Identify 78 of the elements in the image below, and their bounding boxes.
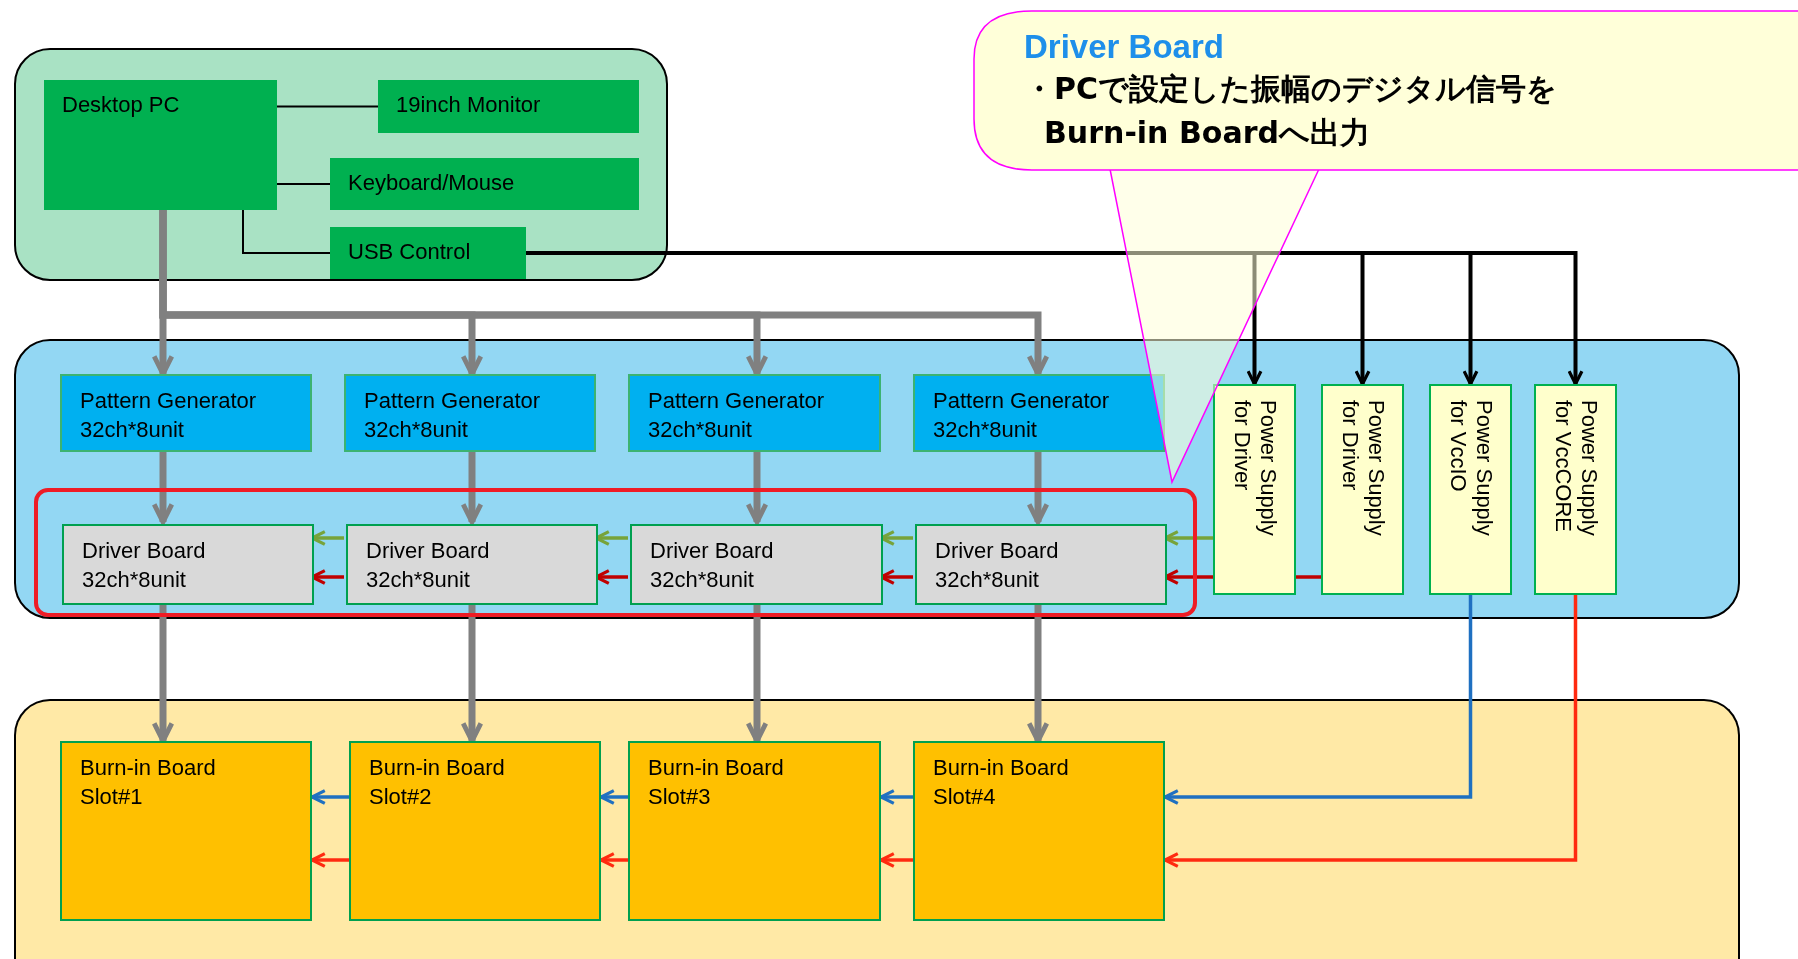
box-title: Power Supply for Driver (1336, 400, 1389, 538)
box-title: Pattern Generator (364, 387, 542, 415)
power-supply-box (1321, 384, 1404, 595)
box-title: Burn-in Board (80, 754, 217, 782)
module-box (915, 524, 1167, 605)
module-box (630, 524, 883, 605)
group-panel (14, 699, 1740, 959)
box-title: Driver Board (935, 537, 1060, 565)
connector-line (242, 209, 331, 254)
box-title: Power Supply for Driver (1228, 400, 1281, 538)
arrow (599, 789, 628, 805)
power-supply-box (1429, 384, 1512, 595)
power-supply-box (1213, 384, 1296, 595)
module-box (62, 524, 314, 605)
callout-text: ・PCで設定した振幅のデジタル信号をBurn-in Boardへ出力 (1024, 70, 1558, 152)
board-box (913, 741, 1165, 921)
box-title: 19inch Monitor (396, 91, 542, 119)
box-title: Pattern Generator (933, 387, 1111, 415)
arrow (879, 852, 913, 868)
box-title: Burn-in Board (933, 754, 1070, 782)
board-box (628, 741, 881, 921)
board-box (349, 741, 601, 921)
device-box (330, 158, 639, 210)
arrow (1026, 452, 1050, 525)
arrow (599, 852, 628, 868)
arrow (310, 789, 349, 805)
box-title: Power Supply for VccIO (1444, 400, 1497, 538)
box-title: Keyboard/Mouse (348, 169, 516, 197)
box-detail: 32ch*8unit (82, 566, 187, 594)
module-box (60, 374, 312, 452)
box-title: Driver Board (82, 537, 207, 565)
box-detail: Slot#2 (369, 783, 433, 811)
arrow (310, 852, 349, 868)
arrow (151, 603, 175, 744)
box-detail: Slot#1 (80, 783, 144, 811)
box-title: Pattern Generator (80, 387, 258, 415)
box-detail: 32ch*8unit (80, 416, 185, 444)
arrow (1026, 603, 1050, 744)
box-detail: 32ch*8unit (364, 416, 469, 444)
group-panel (14, 339, 1740, 619)
module-box (344, 374, 596, 452)
arrow (159, 210, 1050, 377)
device-box (330, 227, 526, 279)
arrow (151, 452, 175, 525)
callout-title: Driver Board (1024, 27, 1225, 67)
box-detail: 32ch*8unit (935, 566, 1040, 594)
box-detail: 32ch*8unit (933, 416, 1038, 444)
connector-line (1296, 575, 1321, 579)
box-title: Pattern Generator (648, 387, 826, 415)
box-detail: 32ch*8unit (650, 566, 755, 594)
box-detail: 32ch*8unit (648, 416, 753, 444)
box-title: Burn-in Board (648, 754, 785, 782)
arrow (879, 789, 913, 805)
arrow (1163, 595, 1473, 805)
box-detail: Slot#3 (648, 783, 712, 811)
module-box (913, 374, 1165, 452)
group-panel (14, 48, 668, 281)
connector-line (276, 183, 331, 185)
box-title: USB Control (348, 238, 472, 266)
arrow (745, 452, 769, 525)
box-title: Driver Board (650, 537, 775, 565)
arrow (460, 603, 484, 744)
highlight-frame (34, 488, 1197, 617)
box-title: Desktop PC (62, 91, 181, 119)
module-box (346, 524, 598, 605)
board-box (60, 741, 312, 921)
connector-line (276, 105, 379, 108)
box-title: Burn-in Board (369, 754, 506, 782)
box-title: Driver Board (366, 537, 491, 565)
box-detail: Slot#4 (933, 783, 997, 811)
arrow (745, 603, 769, 744)
power-supply-box (1534, 384, 1617, 595)
device-box (44, 80, 277, 210)
device-box (378, 80, 639, 133)
box-detail: 32ch*8unit (366, 566, 471, 594)
arrow (460, 452, 484, 525)
module-box (628, 374, 881, 452)
arrow (1163, 595, 1578, 868)
